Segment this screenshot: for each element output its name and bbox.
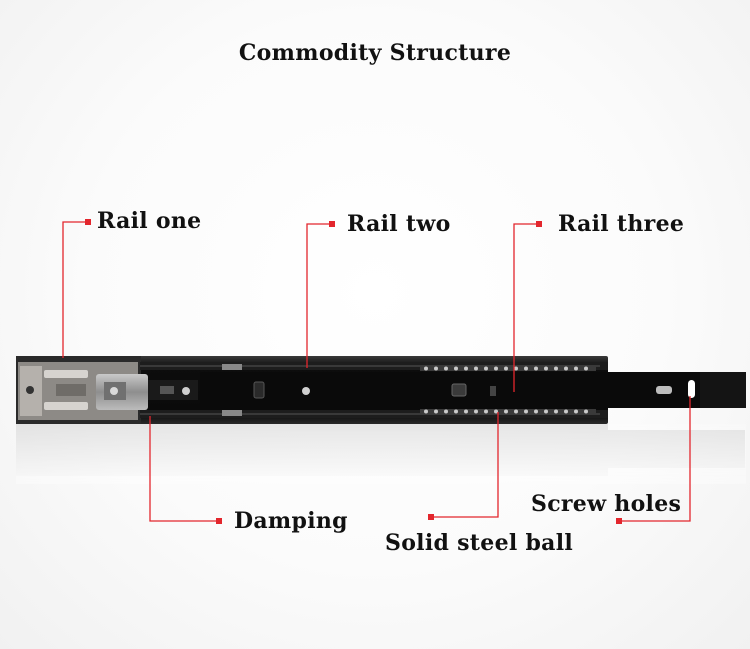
steel-ball-cage-top [420,366,596,371]
leader-steel-ball [432,412,499,518]
marker-screw-holes [616,518,622,524]
leader-damping [149,416,216,522]
leader-screw-holes [620,396,691,522]
leader-rail-one [62,221,86,358]
label-screw-holes: Screw holes [531,491,682,517]
label-rail-two: Rail two [347,211,451,237]
marker-rail-three [536,221,542,227]
label-solid-steel-ball: Solid steel ball [385,530,574,556]
marker-rail-one [85,219,91,225]
label-damping: Damping [234,508,348,534]
leader-markers [85,219,622,524]
leader-rail-two [306,223,330,368]
damping-slider [96,374,198,410]
page-title: Commodity Structure [238,40,512,66]
marker-rail-two [329,221,335,227]
marker-damping [216,518,222,524]
rail-three-body [200,372,746,408]
screw-hole-slot [688,380,695,398]
marker-steel-ball [428,514,434,520]
rail-reflection [16,424,746,484]
label-rail-one: Rail one [97,208,202,234]
leader-lines [62,221,691,522]
label-rail-three: Rail three [558,211,685,237]
steel-ball-cage-bottom [420,409,596,414]
leader-rail-three [513,223,537,392]
